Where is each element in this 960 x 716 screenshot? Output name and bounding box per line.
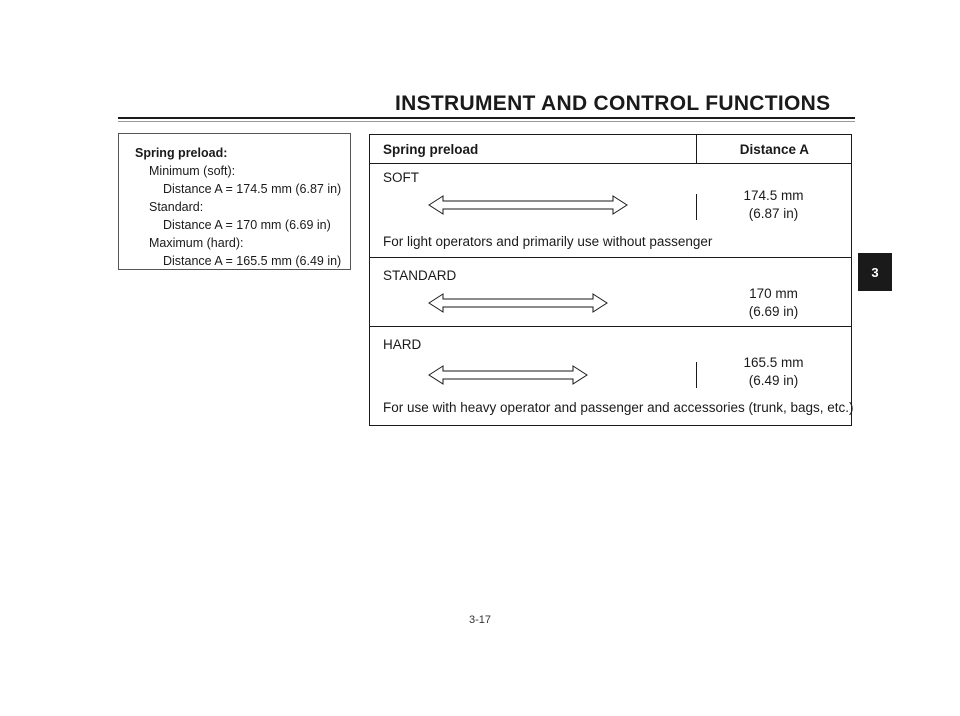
spec-standard-value: Distance A = 170 mm (6.69 in) [163,218,331,232]
double-arrow-icon [428,195,628,215]
spec-maximum-value: Distance A = 165.5 mm (6.49 in) [163,254,342,268]
row-note-hard: For use with heavy operator and passenge… [383,400,854,415]
row-label-standard: STANDARD [383,268,457,283]
row-divider-soft [696,194,697,220]
distance-in-soft: (6.87 in) [748,206,799,221]
page-header-title: INSTRUMENT AND CONTROL FUNCTIONS [395,92,831,115]
column-divider [696,135,697,163]
row-label-hard: HARD [383,337,422,352]
double-arrow-icon [428,365,588,385]
distance-in-hard: (6.49 in) [748,373,799,388]
header-rule [118,117,855,119]
row-divider [370,326,851,327]
distance-mm-soft: 174.5 mm [743,188,804,203]
spec-minimum-value: Distance A = 174.5 mm (6.87 in) [163,182,342,196]
row-label-soft: SOFT [383,170,419,185]
header-divider [370,163,851,164]
spec-maximum-label: Maximum (hard): [149,236,244,250]
spec-standard-label: Standard: [149,200,204,214]
col-header-distance: Distance A [739,142,809,157]
distance-mm-hard: 165.5 mm [743,355,804,370]
spec-box: Spring preload: Minimum (soft): Distance… [118,133,351,270]
row-divider [370,257,851,258]
distance-in-standard: (6.69 in) [748,304,799,319]
header-rule-thin [118,121,855,122]
distance-mm-standard: 170 mm [749,286,798,301]
page-number: 3-17 [468,614,492,626]
row-divider-hard [696,362,697,388]
col-header-preload: Spring preload [383,142,479,157]
spec-heading: Spring preload: [135,146,228,160]
preload-table: Spring preload Distance A SOFT 174.5 mm … [369,134,854,426]
row-note-soft: For light operators and primarily use wi… [383,234,713,249]
chapter-tab: 3 [858,253,892,291]
spec-minimum-label: Minimum (soft): [149,164,236,178]
double-arrow-icon [428,293,608,313]
